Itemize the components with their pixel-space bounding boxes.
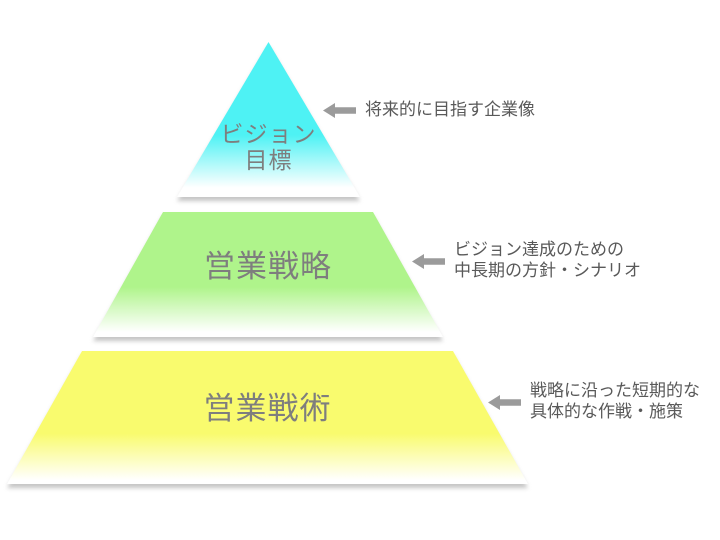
annotation-strategy: ビジョン達成のための 中長期の方針・シナリオ bbox=[412, 240, 641, 282]
annotation-tactics-text: 戦略に沿った短期的な 具体的な作戦・施策 bbox=[530, 381, 700, 423]
annotation-vision-text: 将来的に目指す企業像 bbox=[365, 100, 535, 121]
left-arrow-icon bbox=[323, 103, 356, 118]
vision-label: ビジョン 目標 bbox=[177, 122, 360, 174]
annotation-strategy-line1: ビジョン達成のための bbox=[454, 240, 624, 260]
tactics-label-line1: 営業戦術 bbox=[203, 391, 332, 427]
vision-label-line1: ビジョン bbox=[220, 122, 317, 148]
tactics-trapezoid-shape bbox=[7, 351, 528, 484]
annotation-tactics-line1: 戦略に沿った短期的な bbox=[530, 381, 700, 401]
annotation-vision: 将来的に目指す企業像 bbox=[323, 100, 535, 121]
pyramid-level-tactics bbox=[7, 351, 528, 484]
annotation-tactics-line2: 具体的な作戦・施策 bbox=[530, 402, 683, 422]
vision-label-line2: 目標 bbox=[244, 148, 293, 174]
pyramid-level-vision bbox=[177, 42, 360, 197]
annotation-vision-line1: 将来的に目指す企業像 bbox=[365, 100, 535, 120]
annotation-tactics: 戦略に沿った短期的な 具体的な作戦・施策 bbox=[488, 381, 700, 423]
annotation-strategy-line2: 中長期の方針・シナリオ bbox=[454, 261, 641, 281]
strategy-label-line1: 営業戦略 bbox=[204, 249, 332, 285]
annotation-strategy-text: ビジョン達成のための 中長期の方針・シナリオ bbox=[454, 240, 641, 282]
left-arrow-icon bbox=[412, 253, 445, 269]
tactics-label: 営業戦術 bbox=[7, 392, 528, 426]
left-arrow-icon bbox=[488, 394, 521, 410]
strategy-label: 営業戦略 bbox=[93, 250, 443, 284]
pyramid-level-strategy bbox=[93, 212, 443, 337]
